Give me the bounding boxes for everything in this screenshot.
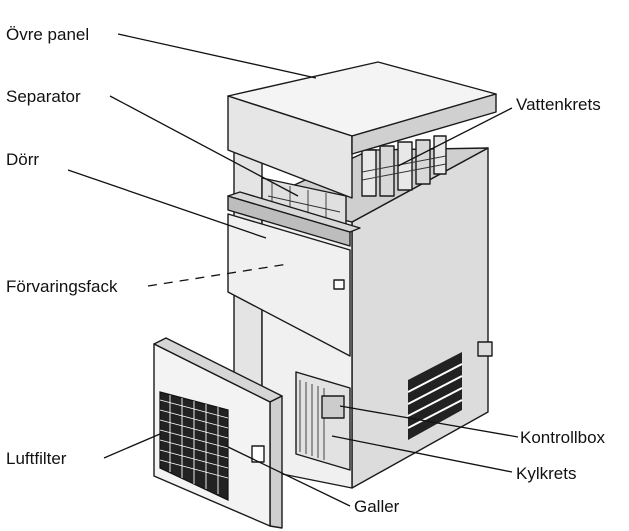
- leader-kontrollbox: [339, 405, 519, 438]
- leader-ovre-panel: [117, 33, 317, 79]
- label-kontrollbox: Kontrollbox: [520, 428, 606, 447]
- storage-compartment: [227, 213, 351, 357]
- upper-panel: [227, 61, 497, 199]
- label-vattenkrets: Vattenkrets: [516, 95, 601, 114]
- leader-forvaringsfack: [147, 263, 289, 287]
- label-kylkrets: Kylkrets: [516, 464, 576, 483]
- label-forvaringsfack: Förvaringsfack: [6, 277, 118, 296]
- side-vent: [407, 352, 463, 440]
- label-separator: Separator: [6, 87, 81, 106]
- upper-panel-side-edge: [351, 93, 497, 155]
- leader-lines: [67, 33, 519, 507]
- front-grille-panel: [153, 337, 283, 529]
- refrigeration-circuit: [295, 371, 351, 471]
- leader-luftfilter: [103, 433, 161, 459]
- drain-pipe: [477, 341, 493, 357]
- leader-vattenkrets: [397, 107, 513, 167]
- leader-galler: [225, 445, 351, 507]
- door: [227, 191, 361, 247]
- leader-dorr: [67, 169, 267, 239]
- labels: Övre panel Separator Dörr Förvaringsfack…: [6, 25, 606, 516]
- label-dorr: Dörr: [6, 150, 39, 169]
- leader-separator: [109, 95, 299, 197]
- upper-panel-front-edge: [227, 95, 353, 199]
- label-luftfilter: Luftfilter: [6, 449, 67, 468]
- label-ovre-panel: Övre panel: [6, 25, 89, 44]
- leader-kylkrets: [331, 435, 513, 473]
- control-box: [321, 395, 345, 419]
- label-galler: Galler: [354, 497, 400, 516]
